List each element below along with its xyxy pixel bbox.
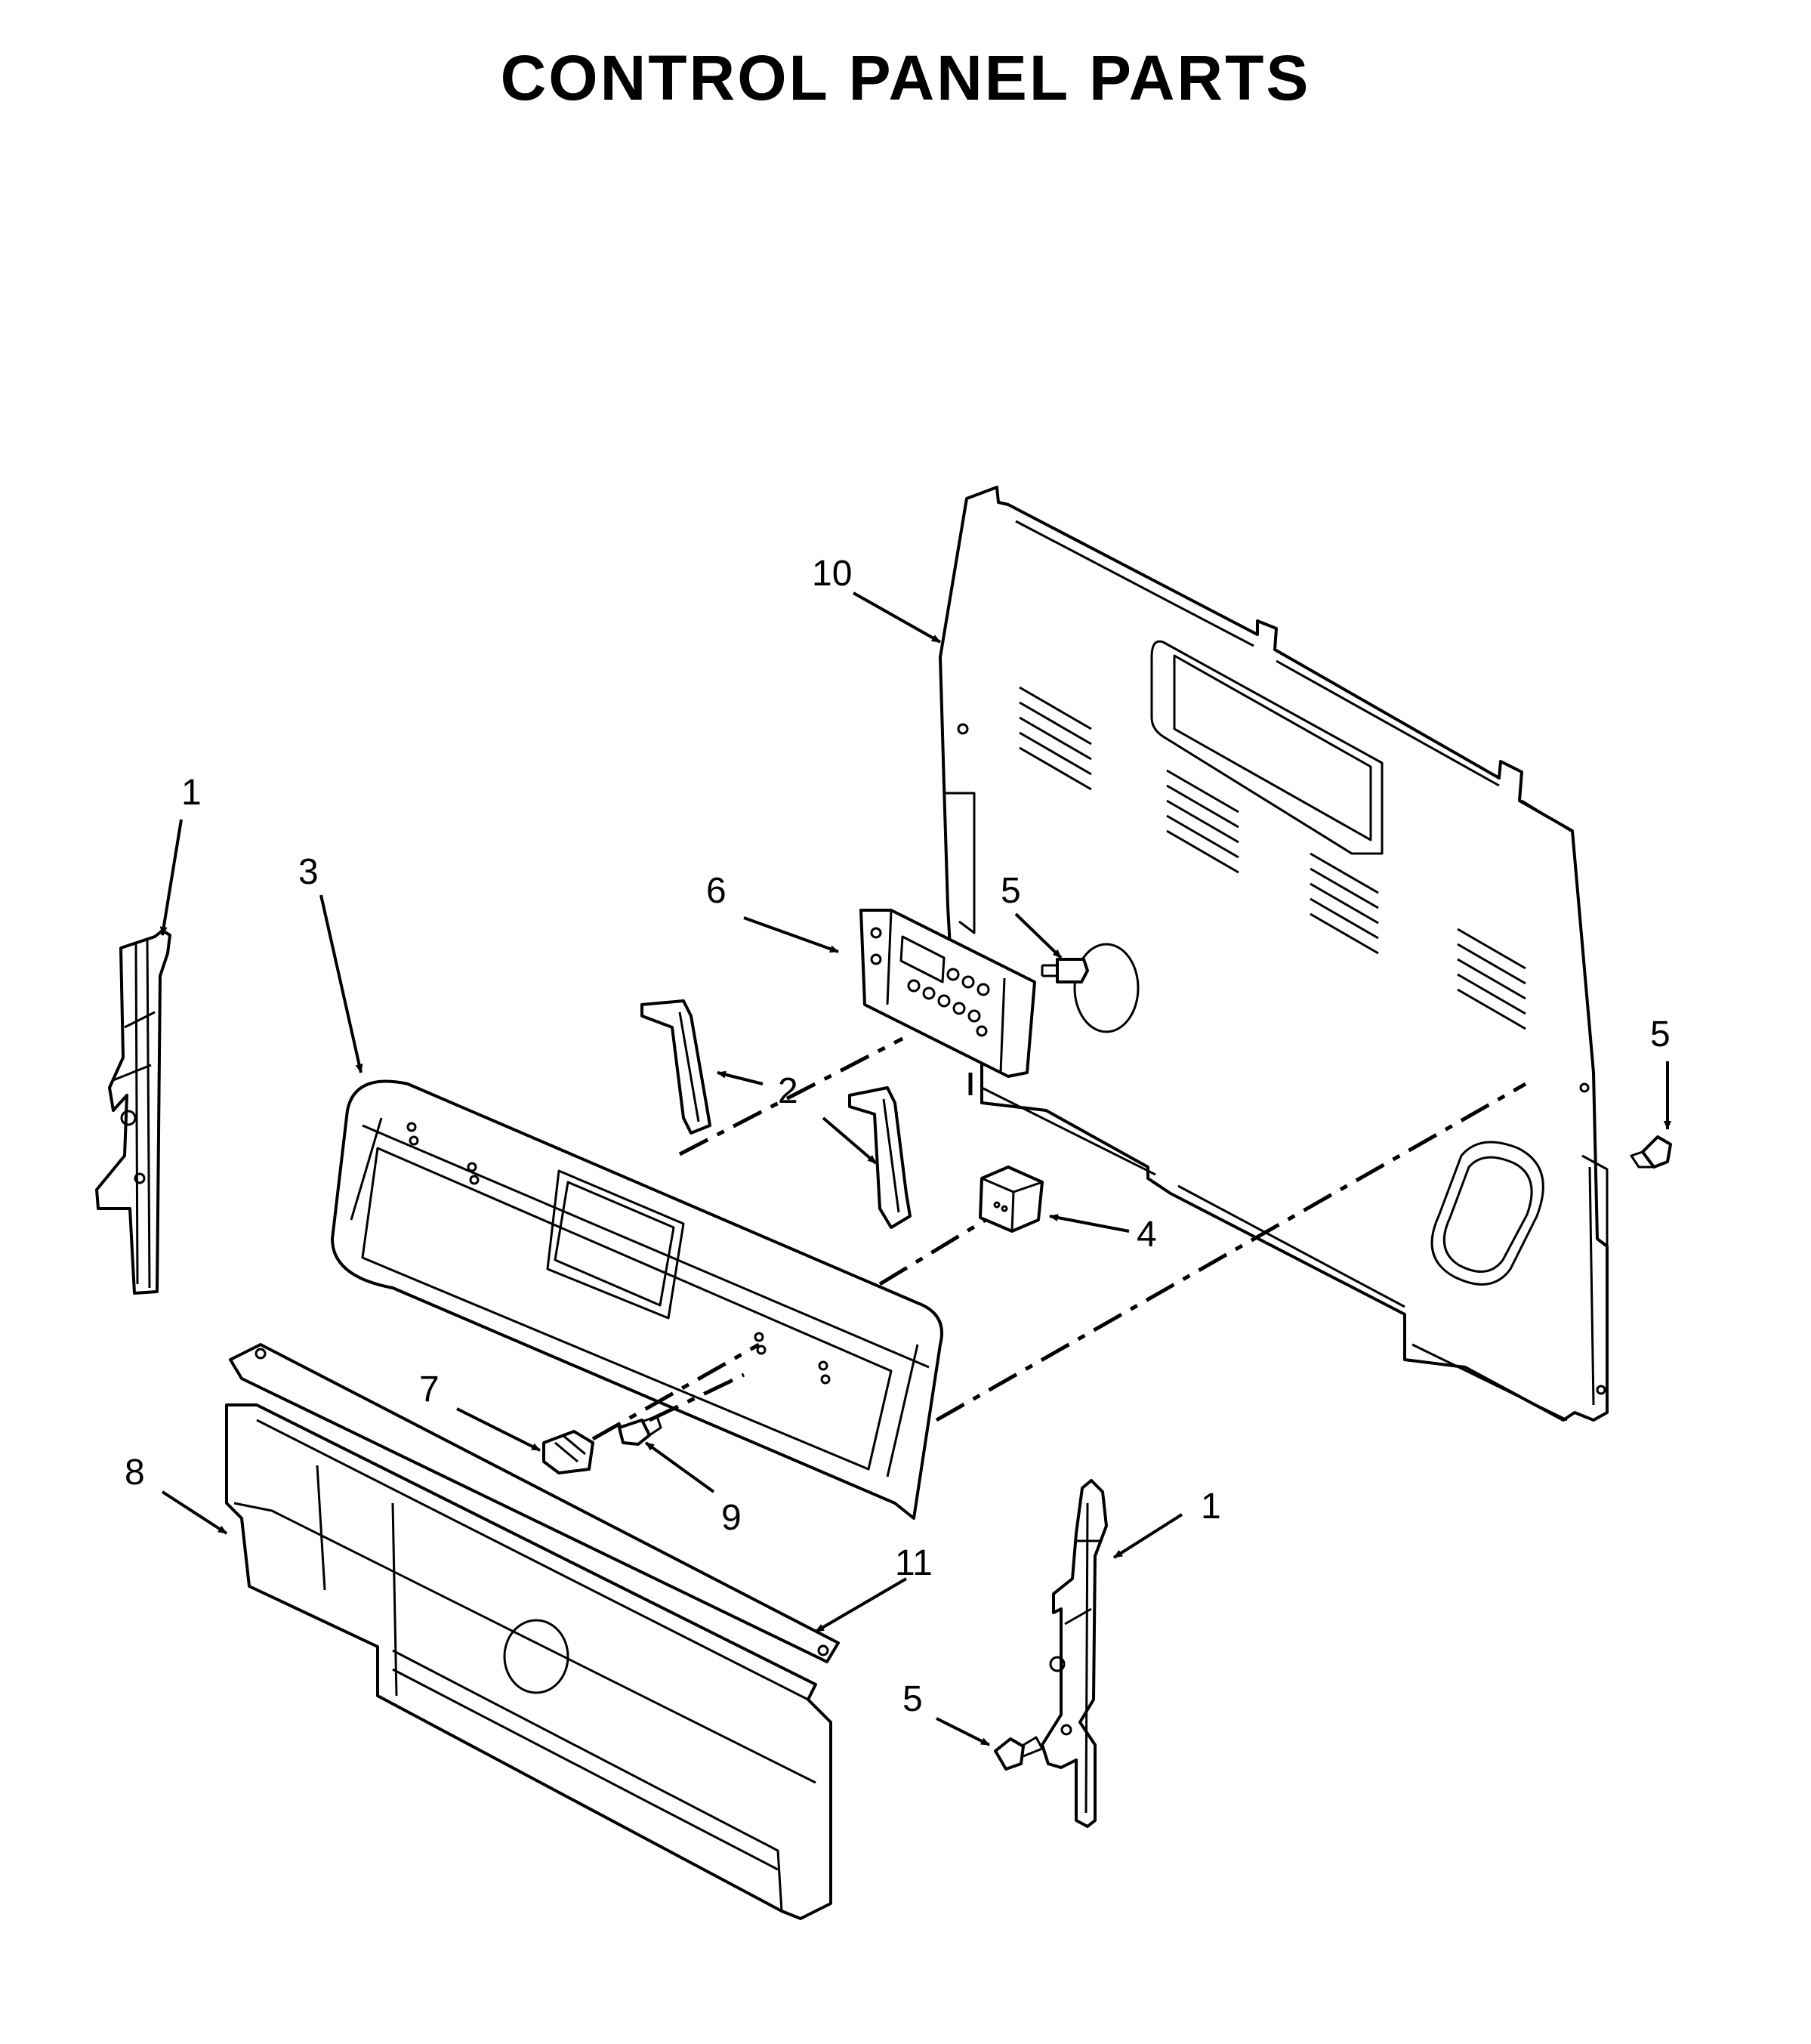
screw-board: [1041, 958, 1089, 983]
electronic-control-board: [859, 909, 1036, 1078]
callout-5-board: 5: [1001, 871, 1021, 911]
assembly-lines: [591, 1036, 1527, 1441]
relay-module: [979, 1166, 1044, 1233]
callout-1-right: 1: [1201, 1487, 1221, 1527]
callout-2: 2: [778, 1071, 798, 1111]
callout-5-right: 5: [1650, 1014, 1671, 1054]
left-end-cap-bracket: [95, 929, 171, 1295]
callout-8: 8: [125, 1453, 145, 1493]
screw-knob: [618, 1415, 662, 1446]
callout-7: 7: [419, 1369, 440, 1409]
rear-panel-shield: [939, 486, 1609, 1422]
callout-11: 11: [895, 1543, 933, 1583]
callout-3: 3: [298, 852, 319, 892]
callout-4: 4: [1137, 1215, 1157, 1255]
callout-6: 6: [706, 871, 727, 911]
screw-right: [1630, 1135, 1672, 1169]
backsplash-panel: [225, 1403, 832, 1920]
screw-bottom: [994, 1736, 1044, 1771]
leader-arrows: [159, 591, 1671, 1746]
control-knob: [542, 1430, 594, 1474]
console-brackets: [640, 999, 912, 1229]
top-trim-strip: [229, 1343, 840, 1663]
callout-9: 9: [721, 1498, 742, 1538]
callout-5-bottom: 5: [902, 1679, 923, 1719]
control-console: [331, 1079, 943, 1520]
right-end-cap-bracket: [1041, 1479, 1108, 1828]
callout-1-left: 1: [181, 773, 202, 813]
diagram-title: CONTROL PANEL PARTS: [500, 42, 1311, 113]
callout-10: 10: [812, 554, 852, 594]
